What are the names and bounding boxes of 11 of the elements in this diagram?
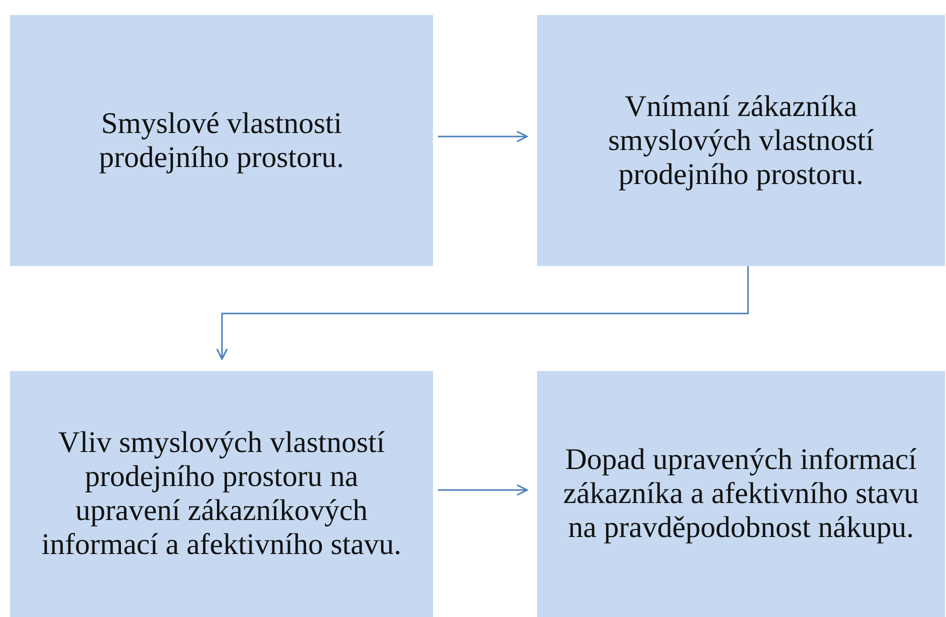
arrow xyxy=(438,130,528,142)
box-text: Vliv smyslových vlastností prodejního prostoru na upravení zákazníkových informací a afektivního stavu. xyxy=(40,426,402,562)
process-box xyxy=(10,371,433,617)
box-text: Vnímaní zákazníka smyslových vlastností prodejního prostoru. xyxy=(607,90,875,192)
box-text: Dopad upravených informací zákazníka a afektivního stavu na pravděpodobnost nákupu. xyxy=(562,443,920,545)
process-box xyxy=(537,15,945,266)
process-box xyxy=(10,15,433,266)
box-text: Smyslové vlastnosti prodejního prostoru. xyxy=(98,106,345,174)
arrow xyxy=(216,266,749,360)
arrow xyxy=(438,484,528,496)
process-box xyxy=(537,371,945,617)
